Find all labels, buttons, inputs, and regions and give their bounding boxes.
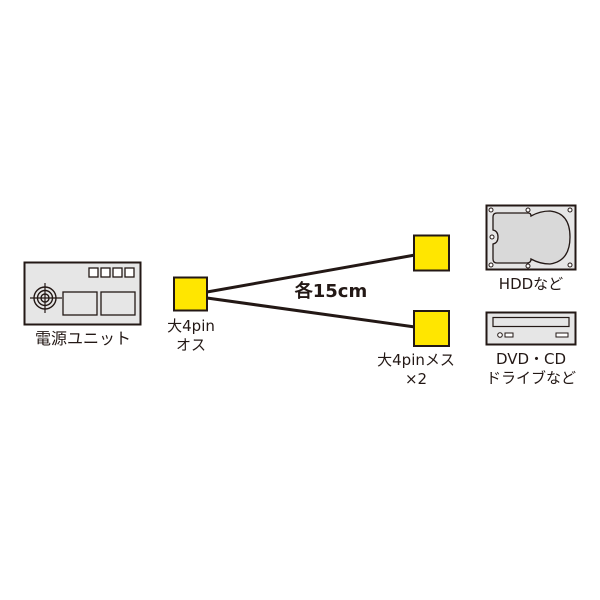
target-connector-female-2 — [413, 310, 450, 347]
cable-lines — [206, 253, 416, 329]
hdd-label: HDDなど — [498, 275, 564, 293]
power-unit-label: 電源ユニット — [34, 329, 131, 348]
source-connector-label-line2: オス — [175, 336, 206, 354]
target-connector-label-line2: ×2 — [404, 370, 428, 388]
target-connector-label-line1: 大4pinメス — [377, 351, 455, 369]
optical-drive-label-line2: ドライブなど — [485, 369, 576, 387]
power-supply-unit-icon — [23, 261, 142, 326]
optical-drive-icon — [485, 311, 577, 346]
hard-disk-drive-icon — [485, 204, 577, 271]
source-connector-male — [173, 276, 208, 312]
optical-drive-label-line1: DVD・CD — [495, 350, 567, 368]
cable-length-label: 各15cm — [294, 281, 368, 302]
source-connector-label-line1: 大4pin — [167, 317, 215, 335]
target-connector-female-1 — [413, 234, 450, 272]
